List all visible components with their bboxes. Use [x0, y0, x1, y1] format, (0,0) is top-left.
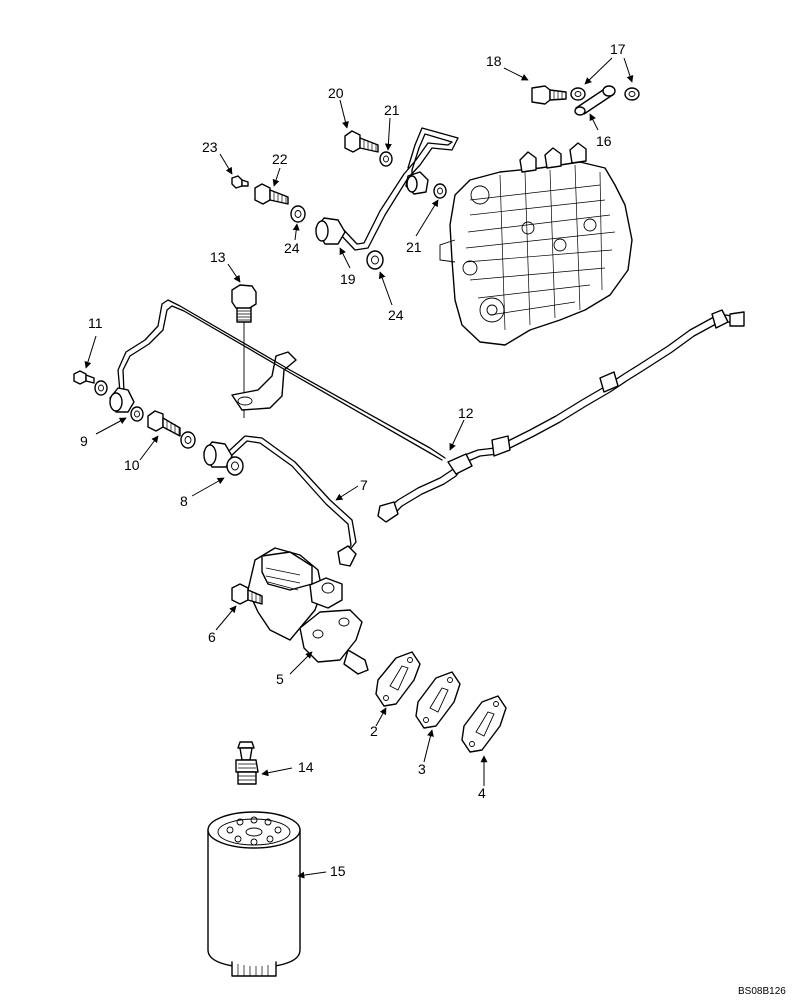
gasket-4 — [461, 695, 507, 753]
callout-17: 17 — [610, 41, 626, 57]
callout-14: 14 — [298, 759, 314, 775]
fuel-line-12 — [377, 309, 745, 523]
callout-10: 10 — [124, 457, 140, 473]
callout-4: 4 — [478, 785, 486, 801]
bolt-10 — [147, 410, 181, 437]
adapter-14 — [235, 741, 259, 785]
callout-11: 11 — [88, 315, 103, 331]
callout-21-upper: 21 — [384, 102, 400, 118]
callout-19: 19 — [340, 271, 356, 287]
screw-23 — [231, 175, 249, 189]
lift-pump-5 — [247, 547, 369, 675]
screw-11 — [73, 370, 95, 385]
washer-24-lower — [366, 250, 384, 270]
fuel-filter-15 — [207, 811, 301, 977]
callout-6: 6 — [208, 629, 216, 645]
bolt-13 — [231, 284, 257, 323]
callout-20: 20 — [328, 85, 344, 101]
bolt-20 — [344, 130, 379, 153]
clamp-bracket — [231, 351, 297, 411]
bolt-22 — [254, 183, 289, 205]
callout-21-lower: 21 — [406, 239, 422, 255]
callout-3: 3 — [418, 761, 426, 777]
callout-2: 2 — [370, 723, 378, 739]
callout-5: 5 — [276, 671, 284, 687]
callout-16: 16 — [596, 133, 612, 149]
callout-18: 18 — [486, 53, 502, 69]
washer-24-upper — [290, 205, 306, 223]
banjo-fitting-21-upper — [405, 171, 429, 195]
callout-7: 7 — [360, 477, 368, 493]
gasket-2 — [375, 651, 421, 707]
washer-8-lower — [226, 456, 244, 476]
washer-9-lower — [130, 406, 144, 422]
callout-22: 22 — [272, 151, 288, 167]
callout-9: 9 — [80, 433, 88, 449]
washer-8-upper — [180, 431, 196, 449]
leader-lines — [84, 57, 634, 879]
banjo-fitting-9 — [109, 387, 135, 413]
banjo-fitting-19 — [315, 217, 346, 245]
callout-15: 15 — [330, 863, 346, 879]
banjo-fitting-8 — [203, 441, 233, 468]
banjo-bolt-18 — [531, 85, 567, 105]
washer-21 — [379, 151, 393, 167]
callout-24-lower: 24 — [388, 307, 404, 323]
drawing-code: BS08B126 — [738, 986, 786, 997]
callout-8: 8 — [180, 493, 188, 509]
bolt-6 — [231, 583, 263, 605]
injection-pump — [439, 142, 633, 346]
fuel-line-upper-left — [117, 299, 446, 461]
washer-9 — [94, 380, 108, 396]
sealing-washer-17a — [570, 87, 586, 101]
callout-24-upper: 24 — [284, 240, 300, 256]
callout-12: 12 — [458, 405, 474, 421]
gasket-3 — [415, 671, 461, 729]
callout-13: 13 — [210, 249, 226, 265]
washer-21-lower — [433, 183, 447, 199]
banjo-fitting-16 — [574, 85, 616, 116]
sealing-washer-17b — [624, 87, 640, 101]
callout-23: 23 — [202, 139, 218, 155]
fuel-line-7 — [229, 435, 357, 567]
